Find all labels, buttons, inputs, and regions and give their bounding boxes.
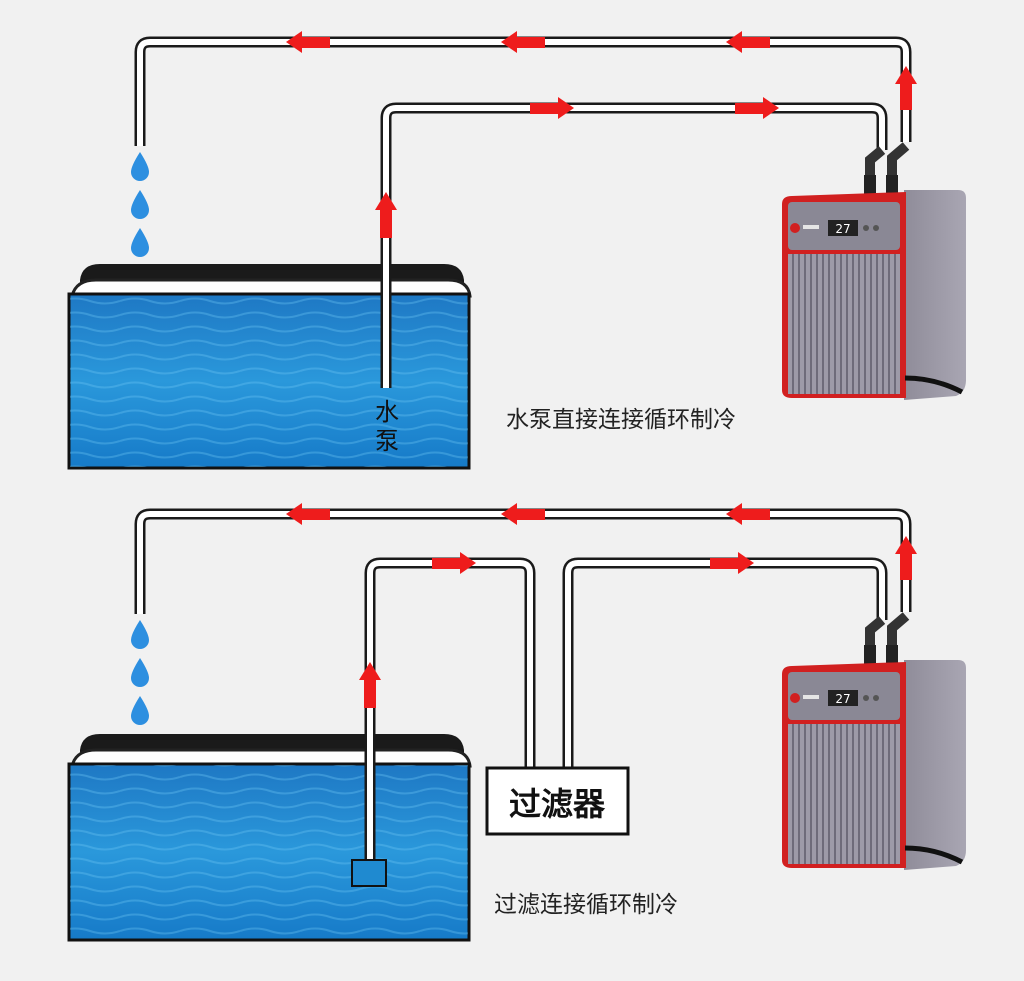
arrow-right xyxy=(530,97,574,119)
bottom-chiller-display: 27 xyxy=(835,692,850,706)
submersible-pump xyxy=(351,859,387,887)
bottom-chiller: 27 xyxy=(782,612,966,870)
bottom-flow-arrows xyxy=(286,503,917,708)
top-droplets xyxy=(131,152,149,257)
top-flow-arrows xyxy=(286,31,917,238)
pump-label-line1: 水 xyxy=(375,398,399,426)
arrow-up xyxy=(359,662,381,708)
arrow-right xyxy=(710,552,754,574)
arrow-left xyxy=(286,503,330,525)
arrow-left xyxy=(501,503,545,525)
bottom-caption: 过滤连接循环制冷 xyxy=(494,892,678,918)
bottom-droplets xyxy=(131,620,149,725)
top-return-pipe xyxy=(134,36,912,146)
bottom-diagram: 过滤器 xyxy=(67,503,966,942)
water-drop-icon xyxy=(131,228,149,257)
water-drop-icon xyxy=(131,696,149,725)
arrow-up xyxy=(375,192,397,238)
arrow-right xyxy=(432,552,476,574)
arrow-right xyxy=(735,97,779,119)
arrow-left xyxy=(726,503,770,525)
arrow-up xyxy=(895,536,917,580)
top-caption: 水泵直接连接循环制冷 xyxy=(506,407,736,433)
filter-box: 过滤器 xyxy=(485,766,630,836)
bottom-tank xyxy=(67,734,472,942)
top-tank xyxy=(67,264,472,470)
top-diagram: 水 泵 27 水泵直接连接循环制冷 xyxy=(67,31,966,470)
arrow-left xyxy=(501,31,545,53)
water-drop-icon xyxy=(131,620,149,649)
arrow-left xyxy=(726,31,770,53)
water-drop-icon xyxy=(131,190,149,219)
top-chiller: 27 xyxy=(782,142,966,400)
top-tank-rim xyxy=(70,278,472,298)
filter-label: 过滤器 xyxy=(509,785,606,823)
top-chiller-display: 27 xyxy=(835,222,850,236)
pump-label-line2: 泵 xyxy=(375,427,399,455)
arrow-left xyxy=(286,31,330,53)
arrow-up xyxy=(895,66,917,110)
water-drop-icon xyxy=(131,658,149,687)
water-drop-icon xyxy=(131,152,149,181)
